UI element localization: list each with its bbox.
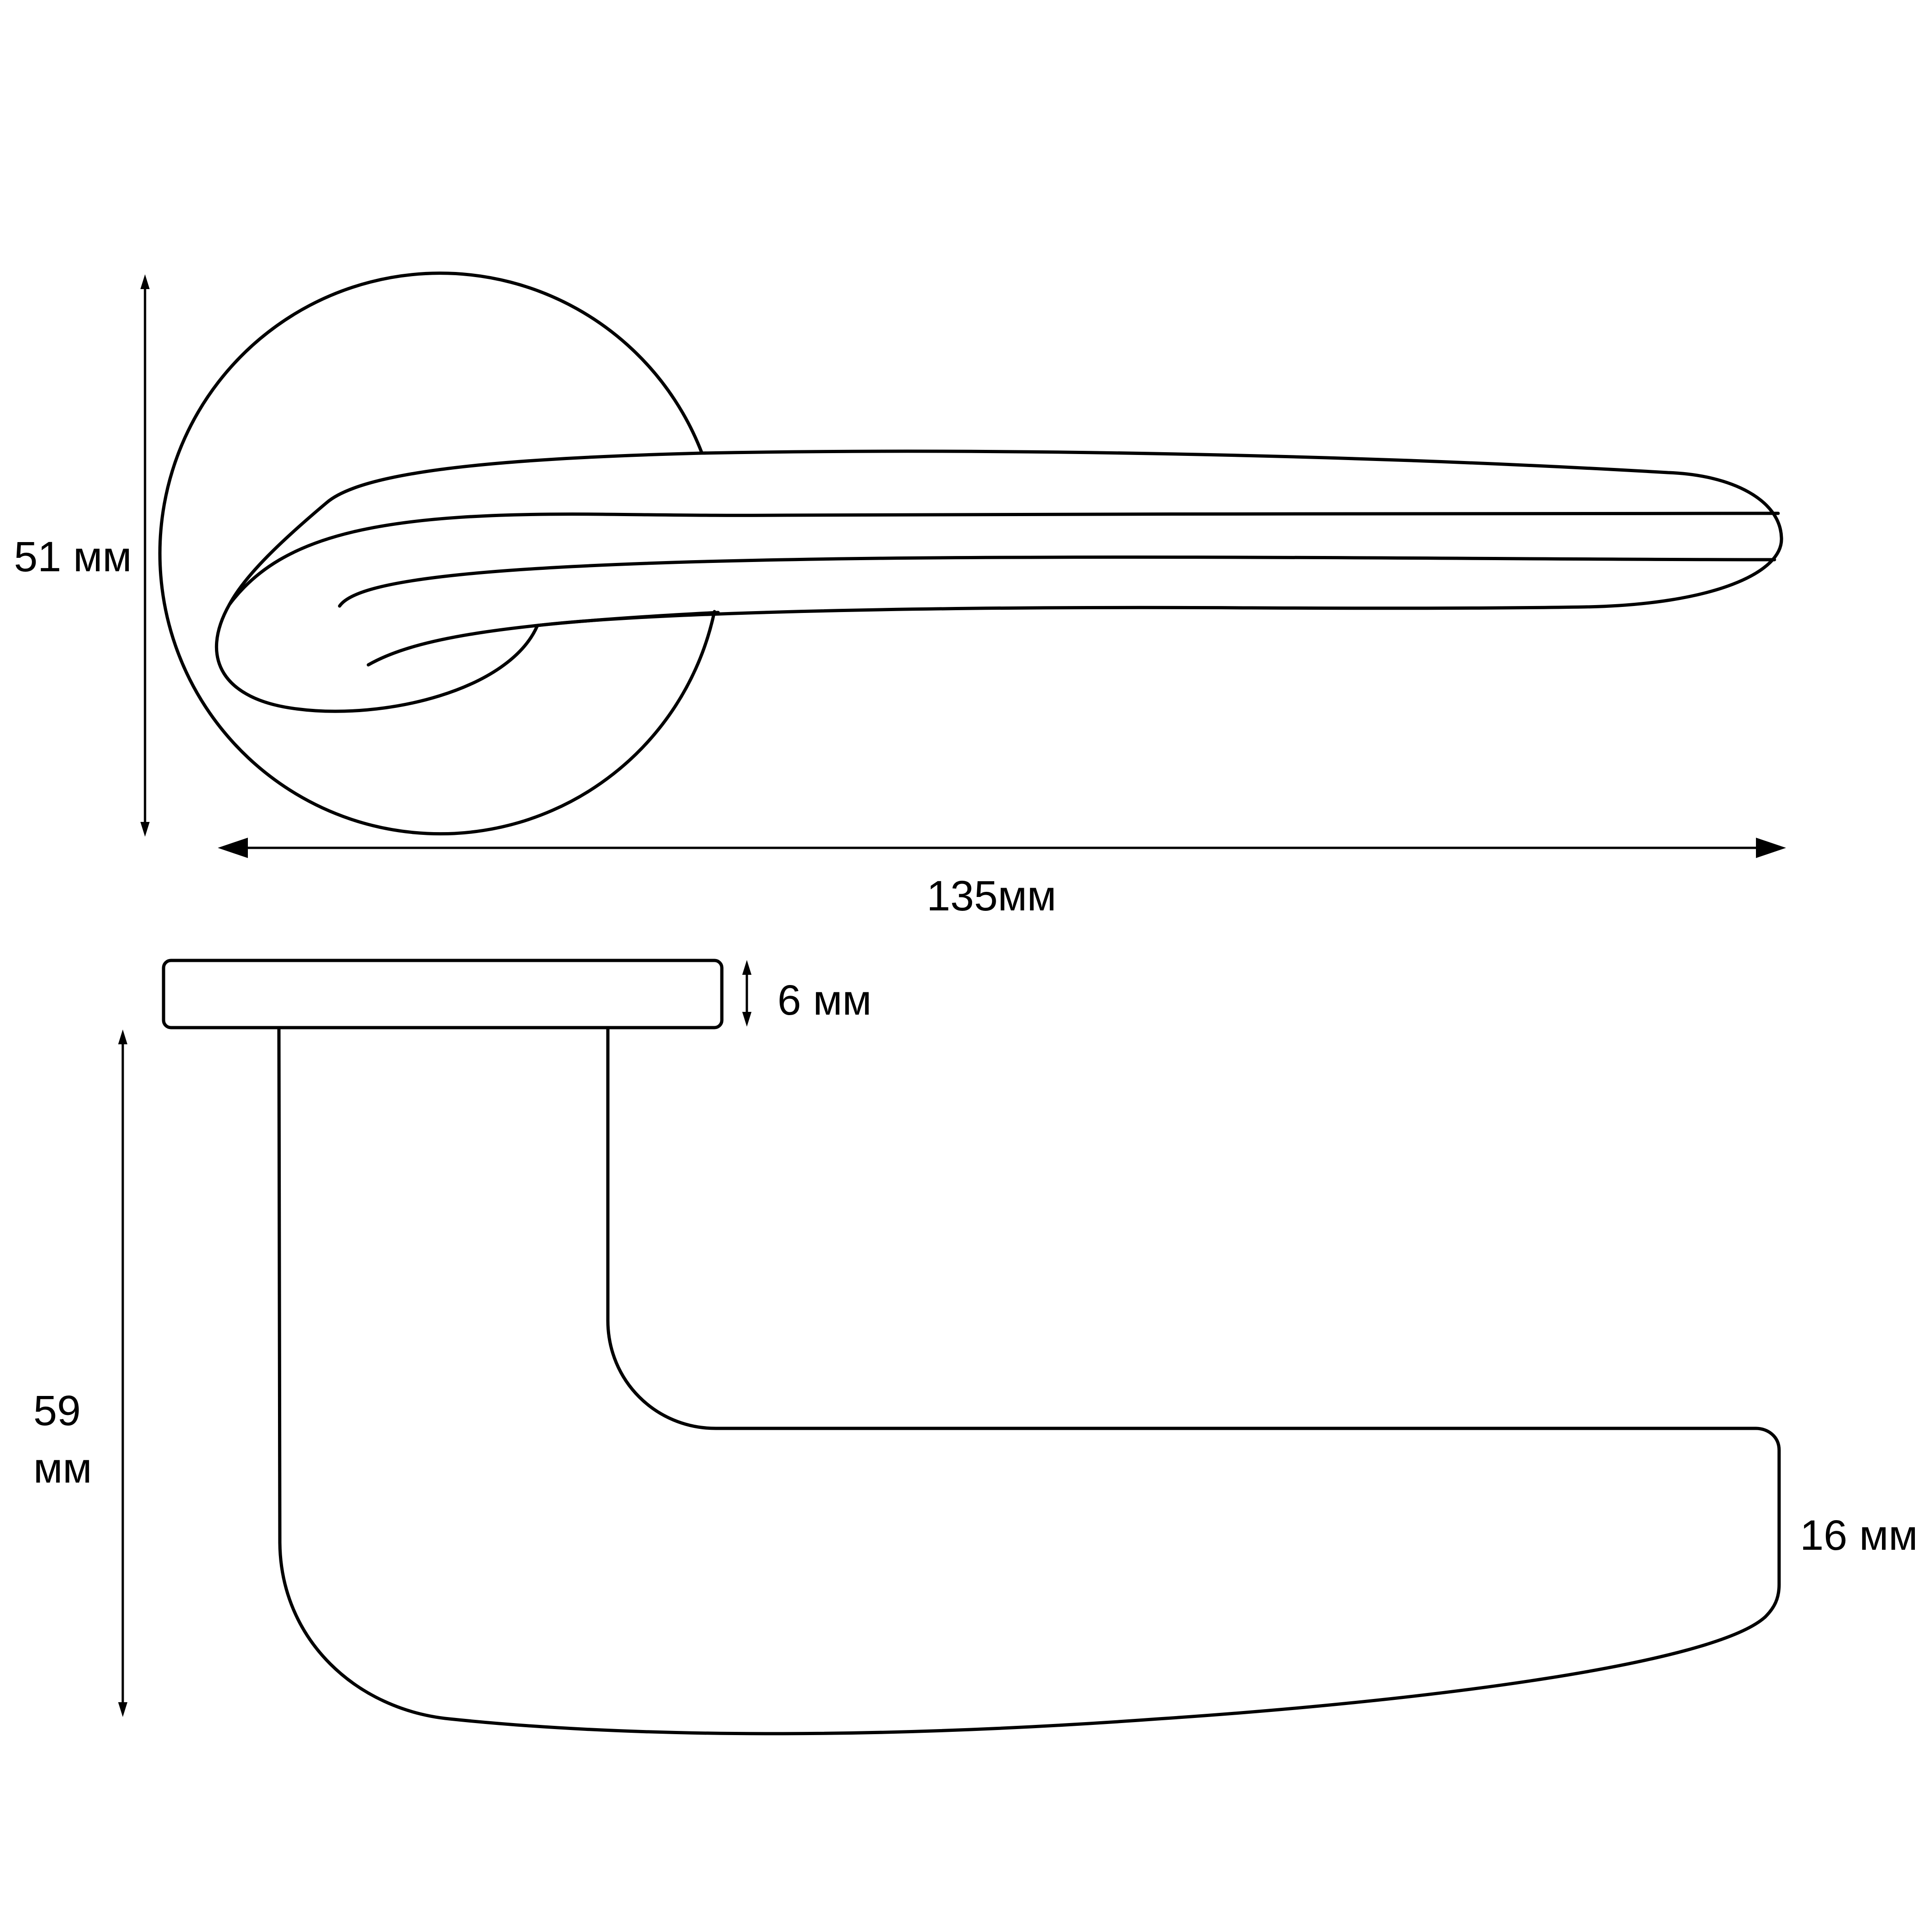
top-view: 51 мм 135мм (14, 271, 1786, 920)
rose-plate-outline (162, 959, 724, 1029)
rose-height-arrow-bottom (140, 822, 150, 837)
total-length-arrow-left (218, 838, 248, 858)
rose-height-arrow-top (140, 274, 150, 289)
lever-profile-outline (277, 1026, 1781, 1736)
rose-thickness-label: 6 мм (777, 977, 871, 1024)
dimension-projection: 59 мм (33, 1029, 127, 1717)
side-view: 6 мм 59 мм 16 мм (33, 959, 1918, 1736)
lever-groove-upper (227, 511, 1780, 606)
total-length-arrow-right (1756, 838, 1786, 858)
lever-groove-middle (338, 556, 1776, 608)
rose-thickness-arrow-bottom (742, 1012, 751, 1027)
rose-height-label: 51 мм (14, 533, 132, 581)
dimension-rose-height: 51 мм (14, 274, 150, 837)
rose-thickness-arrow-top (742, 960, 751, 975)
lever-thickness-label: 16 мм (1800, 1512, 1918, 1559)
lever-swirl-lower (366, 611, 720, 667)
dimension-total-length: 135мм (218, 838, 1786, 920)
total-length-label: 135мм (927, 872, 1056, 920)
projection-arrow-top (118, 1029, 127, 1044)
lever-outline-top (215, 449, 1783, 713)
rose-circle-outline (158, 271, 716, 836)
projection-label-unit: мм (33, 1445, 92, 1492)
projection-label-number: 59 (33, 1387, 81, 1434)
dimension-rose-thickness: 6 мм (742, 960, 871, 1027)
projection-arrow-bottom (118, 1702, 127, 1717)
